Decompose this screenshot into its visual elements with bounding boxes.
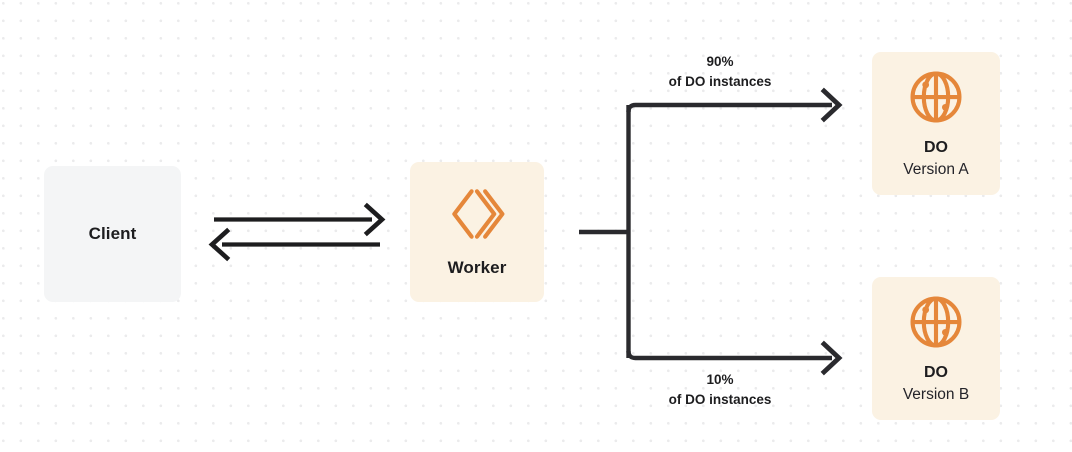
node-client-label: Client (88, 224, 137, 244)
arrow-worker-to-do-b (626, 340, 843, 376)
node-do-version-b[interactable]: DO Version B (872, 277, 1000, 420)
arrow-client-to-worker (214, 202, 386, 237)
edge-label-do-b: 10% of DO instances (617, 370, 823, 411)
node-worker-label: Worker (447, 258, 507, 278)
edge-label-do-a-caption: of DO instances (668, 74, 772, 90)
globe-icon (906, 292, 966, 363)
globe-icon (906, 67, 966, 138)
node-do-a-label: DO (924, 138, 948, 156)
workers-logo-icon (448, 185, 506, 243)
edge-label-do-b-percent: 10% (706, 372, 734, 387)
node-do-b-label: DO (924, 363, 948, 381)
edge-label-do-a: 90% of DO instances (617, 52, 823, 93)
edge-label-do-b-caption: of DO instances (668, 392, 772, 408)
node-worker[interactable]: Worker (410, 162, 544, 302)
node-do-a-sublabel: Version A (903, 160, 969, 178)
node-do-version-a[interactable]: DO Version A (872, 52, 1000, 195)
arrow-worker-to-do-a (626, 87, 843, 123)
node-do-b-sublabel: Version B (902, 385, 970, 403)
edge-label-do-a-percent: 90% (706, 54, 734, 69)
node-client[interactable]: Client (44, 166, 181, 302)
arrow-worker-to-client (208, 227, 380, 262)
